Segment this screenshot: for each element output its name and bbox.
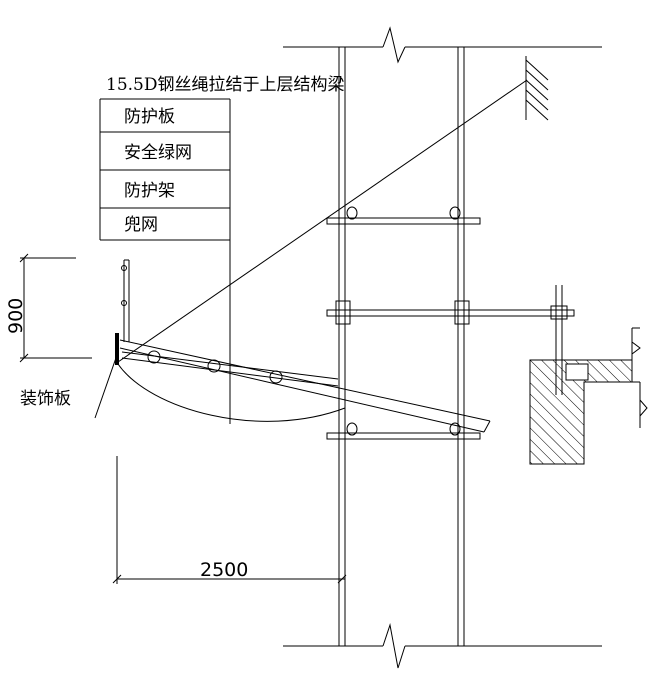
decor-board-leader <box>94 354 118 419</box>
legend-protection-frame: 防护架 <box>124 181 175 201</box>
decor-board-label: 装饰板 <box>20 389 71 409</box>
horizontal-tube-upper <box>326 206 481 225</box>
legend-protection-board: 防护板 <box>124 107 175 127</box>
bottom-slab-line <box>283 623 602 669</box>
safety-net-sag <box>117 363 346 422</box>
legend-pocket-net: 兜网 <box>124 215 158 235</box>
wire-rope-line <box>117 79 528 363</box>
legend-safety-green-net: 安全绿网 <box>124 143 192 163</box>
scaffold-pole-right <box>457 47 465 646</box>
dimension-width: 2500 <box>112 456 347 584</box>
concrete-beam-section <box>529 327 648 465</box>
scaffold-pole-left <box>338 47 346 646</box>
legend-box <box>99 98 231 424</box>
dimension-height-value: 900 <box>5 298 27 334</box>
guard-post <box>115 259 130 365</box>
dimension-width-value: 2500 <box>200 559 248 581</box>
horizontal-tube-middle <box>326 300 575 325</box>
top-slab-line <box>283 26 602 64</box>
dimension-height: 900 <box>5 253 92 363</box>
horizontal-tube-lower <box>326 422 481 440</box>
wall-anchor-hatch <box>525 56 549 121</box>
wire-rope-label: 15.5D钢丝绳拉结于上层结构梁 <box>106 75 344 95</box>
